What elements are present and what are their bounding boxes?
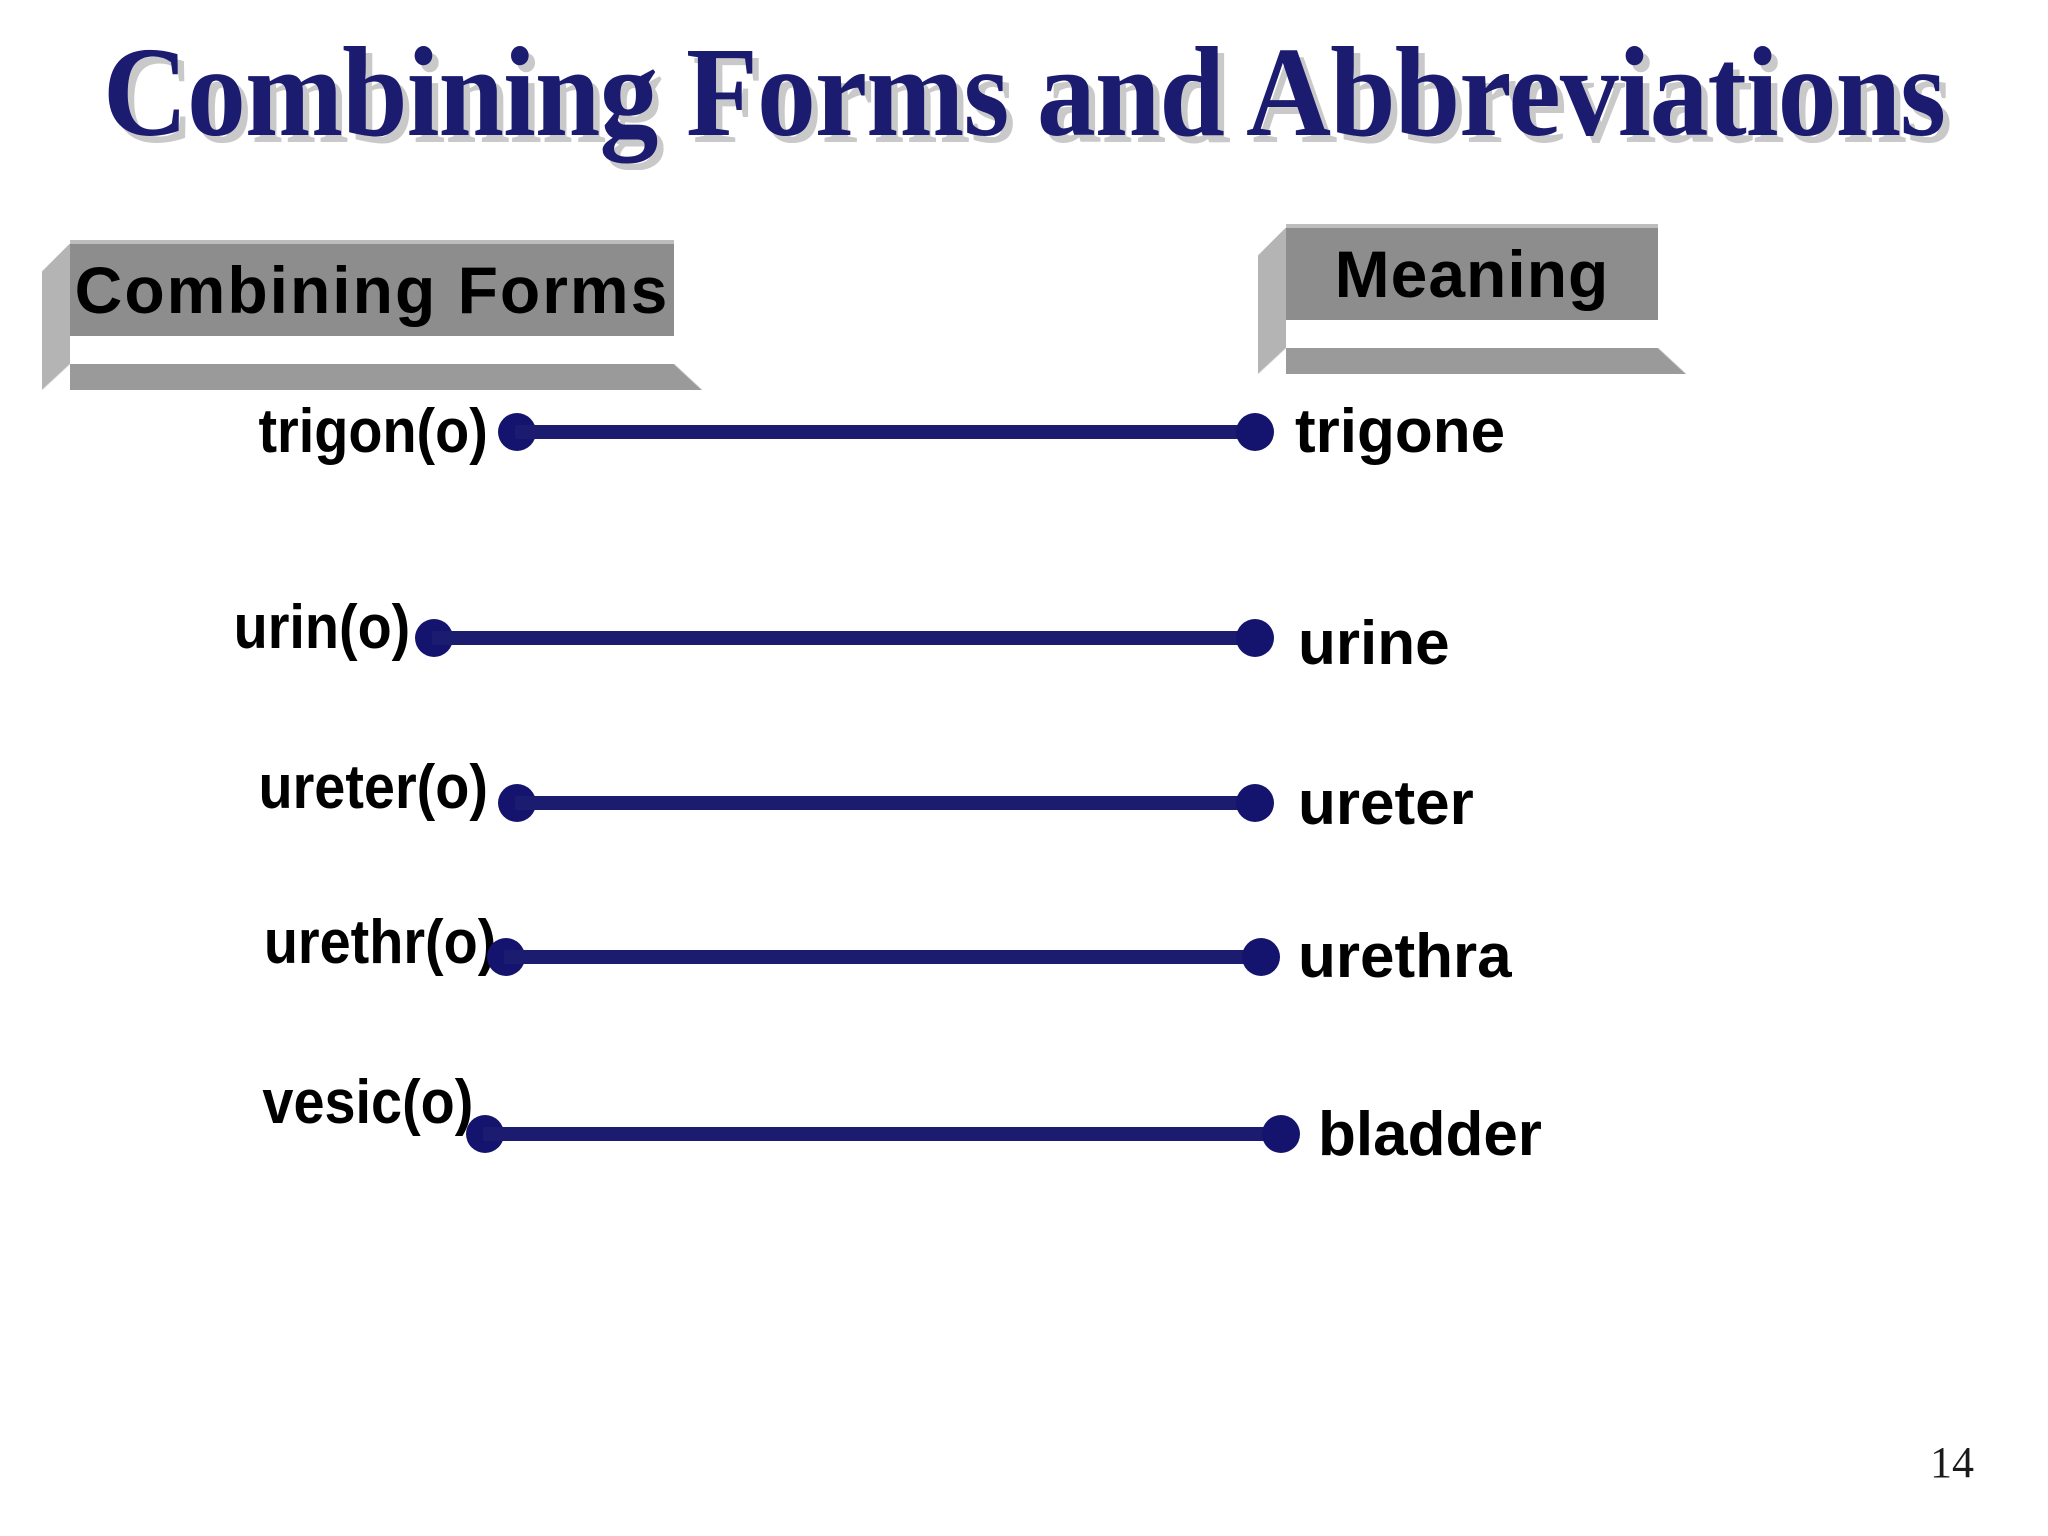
- plate-bottom-shadow: [1258, 348, 1658, 374]
- meaning-term: ureter: [1298, 769, 1474, 838]
- plate-top-bevel: [70, 240, 674, 245]
- header-label-combining-forms: Combining Forms: [74, 253, 670, 327]
- plate-face: Combining Forms: [70, 244, 674, 336]
- plate-bottom-right-cut: [1658, 348, 1686, 374]
- connector-dot-right: [1236, 619, 1274, 657]
- meaning-term: urine: [1298, 609, 1450, 678]
- plate-top-bevel: [1286, 224, 1658, 229]
- connector-line: [432, 631, 1255, 645]
- meaning-term: bladder: [1318, 1100, 1542, 1169]
- header-plate-combining-forms: Combining Forms: [42, 240, 702, 390]
- plate-bottom-left-cut: [42, 364, 70, 390]
- table-row: urin(o) urine: [0, 580, 2048, 678]
- table-row: urethr(o) urethra: [0, 895, 2048, 991]
- combining-form-term: urethr(o): [263, 908, 496, 977]
- header-label-meaning: Meaning: [1334, 237, 1610, 311]
- connector-dot-right: [1242, 938, 1280, 976]
- plate-left-side: [1258, 256, 1286, 348]
- connector-line: [515, 425, 1255, 439]
- combining-form-term: vesic(o): [262, 1068, 473, 1137]
- meaning-term: trigone: [1295, 397, 1506, 466]
- table-row: vesic(o) bladder: [0, 1055, 2048, 1169]
- table-row: trigon(o) trigone: [0, 384, 2048, 480]
- table-row: ureter(o) ureter: [0, 740, 2048, 838]
- combining-form-term: ureter(o): [258, 753, 488, 822]
- meaning-term: urethra: [1298, 922, 1512, 991]
- page-title: Combining Forms and Abbreviations: [102, 21, 1946, 163]
- plate-left-corner: [42, 244, 70, 272]
- plate-bottom-left-cut: [1258, 348, 1286, 374]
- combining-form-term: trigon(o): [258, 397, 488, 466]
- connector-line: [483, 1127, 1279, 1141]
- connector-line: [504, 950, 1259, 964]
- connector-dot-right: [1236, 413, 1274, 451]
- page-number: 14: [1930, 1438, 1974, 1487]
- connector-line: [515, 796, 1255, 810]
- plate-left-side: [42, 272, 70, 364]
- plate-bottom-shadow: [42, 364, 674, 390]
- connector-dot-right: [1262, 1115, 1300, 1153]
- plate-face: Meaning: [1286, 228, 1658, 320]
- combining-form-term: urin(o): [233, 593, 410, 662]
- plate-bottom-right-cut: [674, 364, 702, 390]
- connector-dot-right: [1236, 784, 1274, 822]
- plate-left-corner: [1258, 228, 1286, 256]
- header-plate-meaning: Meaning: [1258, 224, 1686, 374]
